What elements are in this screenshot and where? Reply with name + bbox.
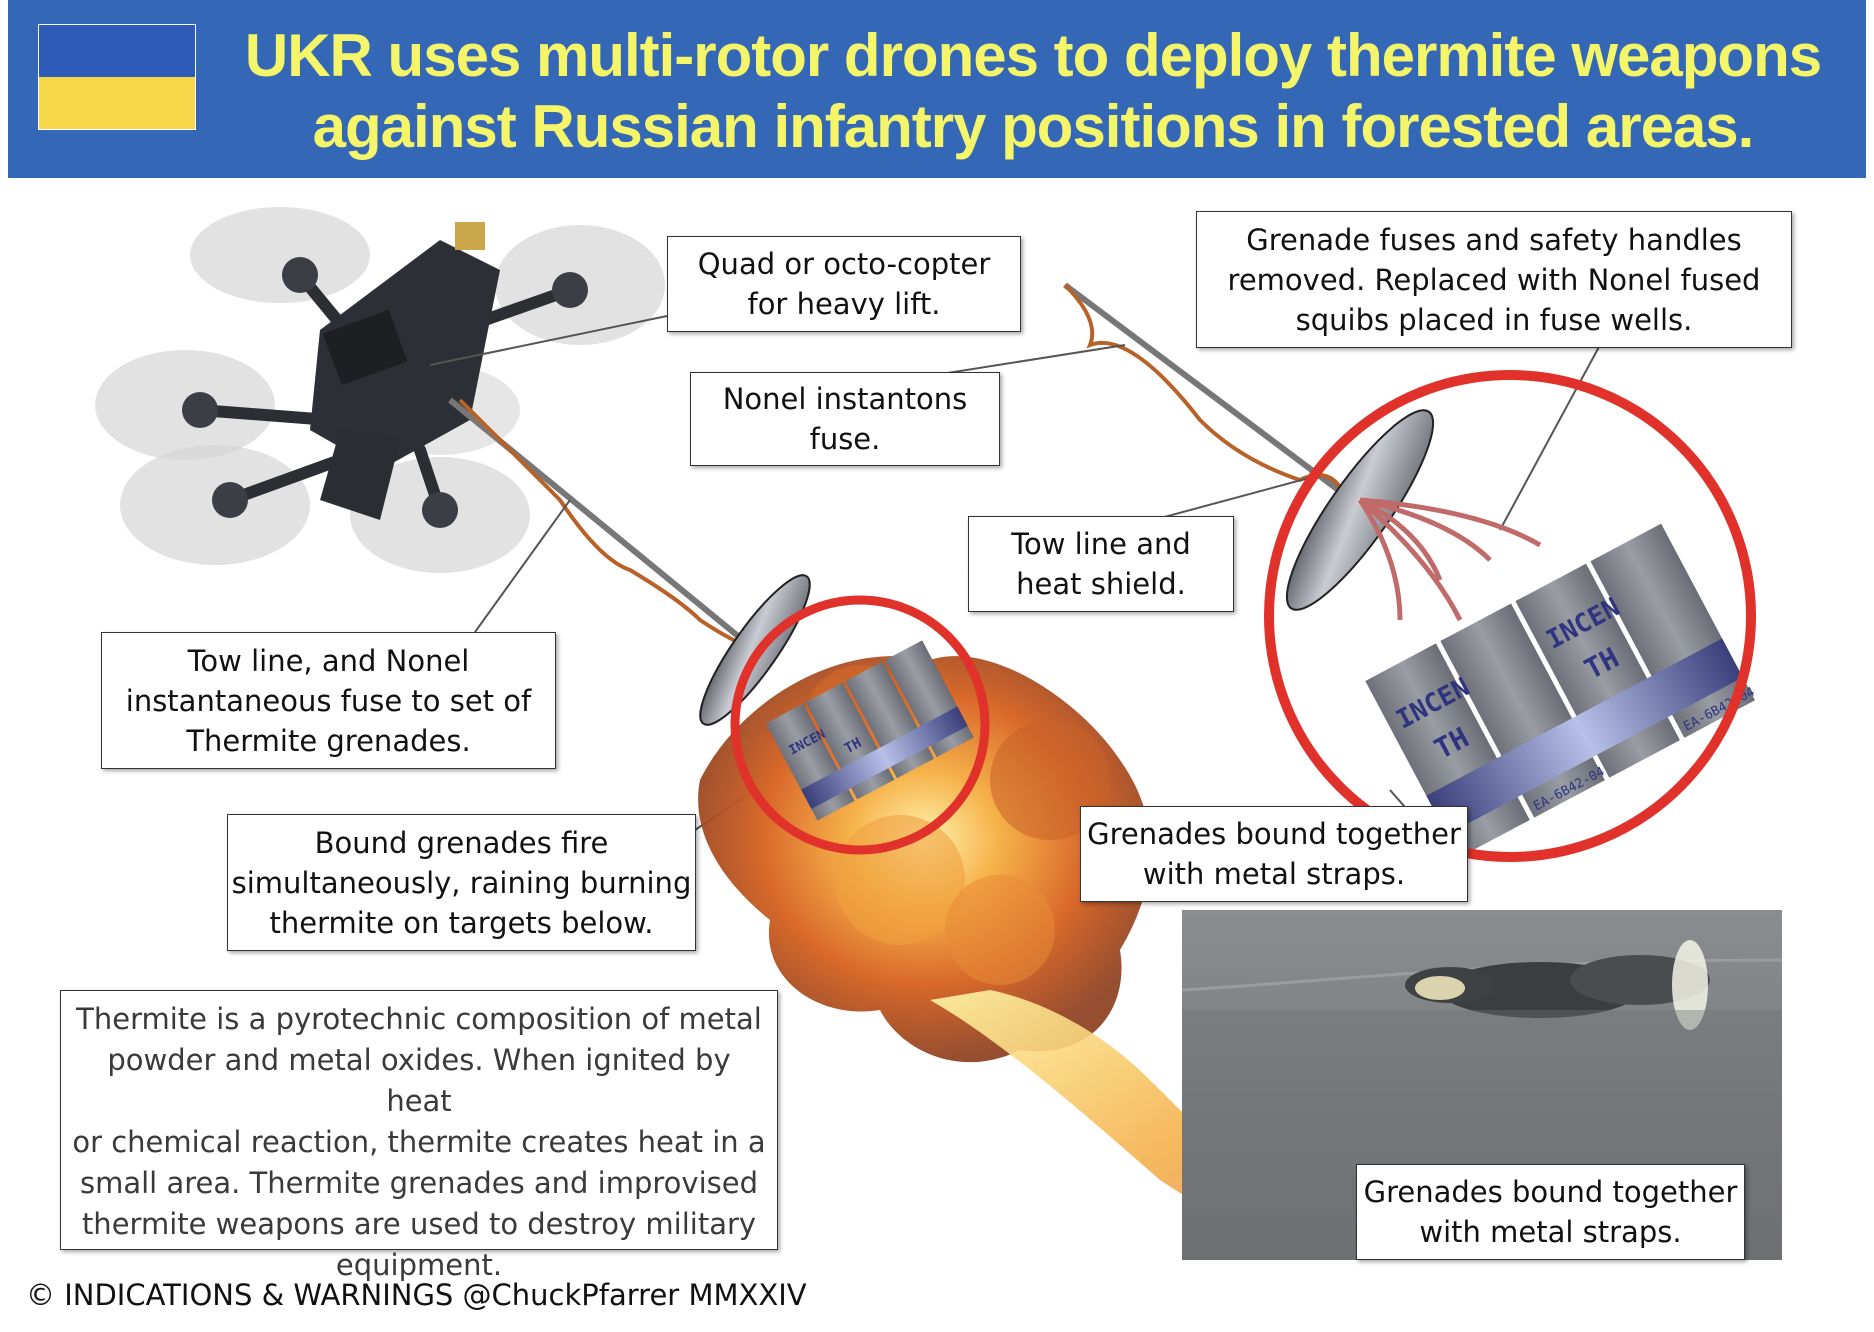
drone-icon <box>95 207 665 573</box>
ukraine-flag-icon <box>38 24 196 130</box>
callout-line: thermite on targets below. <box>269 905 654 940</box>
callout-line: heat shield. <box>1016 567 1186 601</box>
header-banner: UKR uses multi-rotor drones to deploy th… <box>8 0 1866 178</box>
grenade-bundle-icon: INCEN INCEN TH TH EA-6B42-04 EA-6B42-04 <box>1365 523 1758 858</box>
callout-bound-straps-top: Grenades bound together with metal strap… <box>1080 806 1468 902</box>
callout-line: Tow line and <box>1011 527 1191 561</box>
callout-line: with metal straps. <box>1419 1215 1682 1249</box>
info-line: small area. Thermite grenades and improv… <box>79 1166 759 1200</box>
nonel-fuse-wires <box>1357 497 1542 622</box>
info-line: or chemical reaction, thermite creates h… <box>72 1125 766 1159</box>
info-line: thermite weapons are used to destroy mil… <box>81 1207 757 1241</box>
callout-line: Grenade fuses and safety handles <box>1246 222 1742 257</box>
callout-line: Bound grenades fire <box>314 825 609 860</box>
callout-line: with metal straps. <box>1142 857 1406 891</box>
callout-line: squibs placed in fuse wells. <box>1295 302 1693 337</box>
callout-line: Tow line, and Nonel <box>187 643 470 678</box>
grenade-label: TH <box>842 735 864 757</box>
info-line: Thermite is a pyrotechnic composition of… <box>76 1002 762 1036</box>
callout-line: simultaneously, raining burning <box>231 865 692 900</box>
callout-grenade-fuses: Grenade fuses and safety handles removed… <box>1196 211 1792 348</box>
callout-line: Grenades bound together <box>1363 1175 1738 1209</box>
callout-tow-heat-shield: Tow line and heat shield. <box>968 516 1234 612</box>
thermite-info-box: Thermite is a pyrotechnic composition of… <box>60 990 778 1282</box>
page-title: UKR uses multi-rotor drones to deploy th… <box>208 20 1858 162</box>
info-line: powder and metal oxides. When ignited by… <box>107 1043 731 1118</box>
highlight-circle-large <box>1264 370 1756 862</box>
callout-line: Nonel instantons <box>722 382 968 416</box>
callout-line: fuse. <box>809 422 881 456</box>
grenade-bundle-small: INCEN TH <box>765 640 974 821</box>
heat-shield-icon <box>1285 409 1435 611</box>
title-line-1: UKR uses multi-rotor drones to deploy th… <box>244 22 1822 89</box>
title-line-2: against Russian infantry positions in fo… <box>312 93 1755 160</box>
callout-line: for heavy lift. <box>747 287 941 321</box>
callout-tow-nonel: Tow line, and Nonel instantaneous fuse t… <box>101 632 556 769</box>
callout-bound-straps-bottom: Grenades bound together with metal strap… <box>1356 1164 1745 1260</box>
combat-photo <box>1181 910 1783 1260</box>
callout-line: Grenades bound together <box>1087 817 1461 851</box>
highlight-circle-small <box>730 595 990 855</box>
callout-bound-fire: Bound grenades fire simultaneously, rain… <box>227 814 696 951</box>
callout-quad-copter: Quad or octo-copter for heavy lift. <box>667 236 1021 332</box>
callout-line: Quad or octo-copter <box>697 247 991 281</box>
info-line: equipment. <box>335 1248 503 1282</box>
copyright-text: © INDICATIONS & WARNINGS @ChuckPfarrer M… <box>26 1278 807 1312</box>
callout-line: Thermite grenades. <box>186 723 471 758</box>
callout-nonel-fuse: Nonel instantons fuse. <box>690 372 1000 466</box>
callout-line: instantaneous fuse to set of <box>125 683 532 718</box>
callout-line: removed. Replaced with Nonel fused <box>1227 262 1761 297</box>
